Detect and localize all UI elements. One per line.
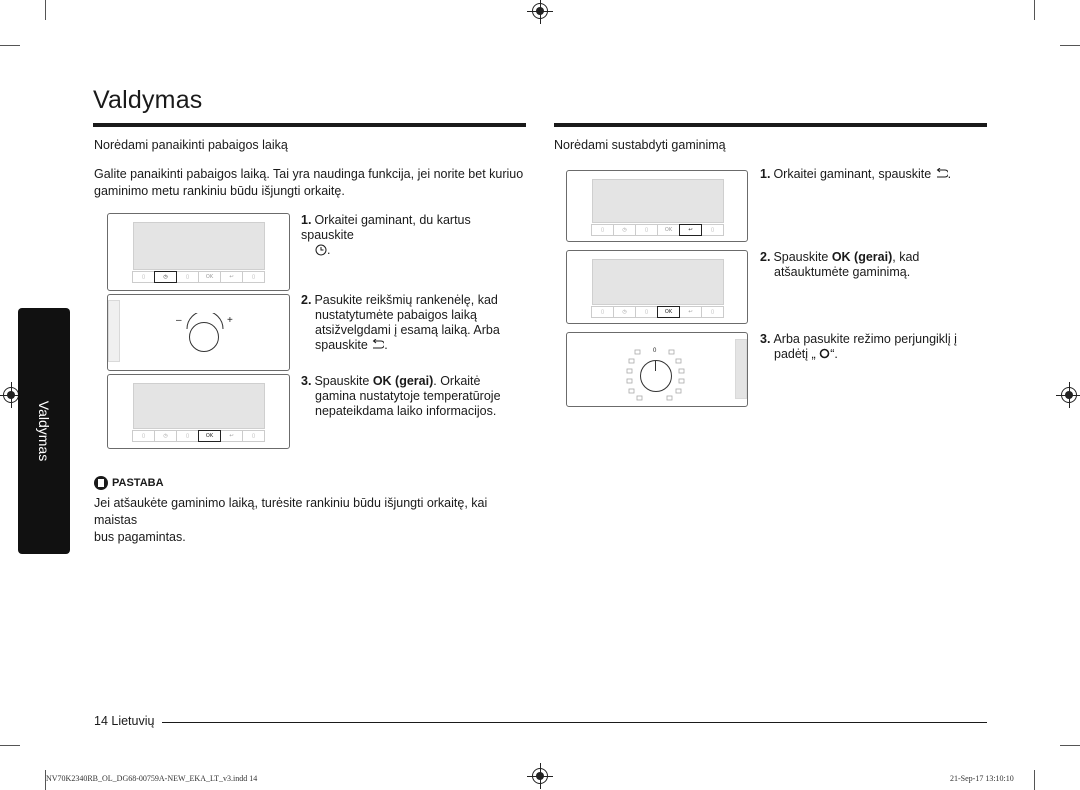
panel-button: ▯ [242, 430, 265, 442]
control-panel-illustration: ▯ ◷ ▯ OK ↩ ▯ [107, 213, 290, 291]
panel-button: ▯ [635, 306, 658, 318]
control-panel-illustration: ▯ ◷ ▯ OK ↩ ▯ [107, 374, 290, 449]
panel-buttons: ▯ ◷ ▯ OK ↩ ▯ [591, 306, 724, 318]
knob-plus-label: + [227, 315, 233, 326]
back-button-icon: ↩ [679, 306, 702, 318]
registration-mark-icon [0, 382, 24, 408]
knob-minus-label: – [176, 315, 182, 326]
dial-pointer [655, 361, 656, 371]
right-heading: Norėdami sustabdyti gaminimą [554, 138, 726, 152]
value-knob-icon [189, 322, 219, 352]
section-rule-left [93, 123, 526, 127]
left-step-3: 3.Spauskite OK (gerai). Orkaitė gamina n… [301, 374, 501, 418]
footer-rule [162, 722, 987, 723]
right-step-3: 3.Arba pasukite režimo perjungiklį į pad… [760, 332, 957, 361]
page-number-label: 14 Lietuvių [94, 714, 155, 728]
crop-mark [45, 0, 46, 20]
note-icon [94, 476, 108, 490]
panel-button: ▯ [701, 224, 724, 236]
clock-button-icon: ◷ [154, 430, 177, 442]
back-icon [936, 167, 949, 178]
clock-button-icon: ◷ [613, 224, 636, 236]
control-panel-illustration: ▯ ◷ ▯ OK ↩ ▯ [566, 250, 748, 324]
registration-mark-icon [527, 763, 553, 789]
panel-edge [108, 300, 120, 362]
panel-button: ▯ [635, 224, 658, 236]
panel-button: ▯ [132, 430, 155, 442]
panel-buttons: ▯ ◷ ▯ OK ↩ ▯ [132, 430, 265, 442]
page-title: Valdymas [93, 86, 203, 114]
ok-button-icon: OK [198, 430, 221, 442]
mode-dial-illustration: 0 [566, 332, 748, 407]
left-step-1: 1.Orkaitei gaminant, du kartus spauskite… [301, 213, 471, 257]
note-text: Jei atšaukėte gaminimo laiką, turėsite r… [94, 496, 488, 544]
left-step-2: 2.Pasukite reikšmių rankenėlę, kad nusta… [301, 293, 500, 352]
side-tab-label: Valdymas [36, 400, 52, 462]
panel-button: ▯ [701, 306, 724, 318]
crop-mark [1060, 745, 1080, 746]
knob-arc-icon [186, 313, 224, 330]
control-panel-illustration: ▯ ◷ ▯ OK ↩ ▯ [566, 170, 748, 242]
panel-button: ▯ [132, 271, 155, 283]
ok-button-icon: OK [657, 306, 680, 318]
slug-date: 21-Sep-17 13:10:10 [950, 774, 1014, 783]
display-screen [592, 179, 724, 223]
back-button-icon: ↩ [220, 430, 243, 442]
registration-mark-icon [1056, 382, 1080, 408]
note-label: PASTABA [112, 477, 164, 489]
slug-file: NV70K2340RB_OL_DG68-00759A-NEW_EKA_LT_v3… [46, 774, 258, 783]
right-step-1: 1.Orkaitei gaminant, spauskite . [760, 167, 952, 181]
off-position-icon [819, 348, 830, 359]
crop-mark [0, 45, 20, 46]
clock-icon [315, 244, 327, 256]
panel-buttons: ▯ ◷ ▯ OK ↩ ▯ [591, 224, 724, 236]
back-icon [372, 338, 386, 349]
panel-button: ▯ [176, 271, 199, 283]
clock-button-icon: ◷ [613, 306, 636, 318]
crop-mark [1034, 0, 1035, 20]
left-intro: Galite panaikinti pabaigos laiką. Tai yr… [94, 167, 524, 198]
right-step-2: 2.Spauskite OK (gerai), kad atšauktumėte… [760, 250, 920, 279]
left-heading: Norėdami panaikinti pabaigos laiką [94, 138, 288, 152]
crop-mark [1060, 45, 1080, 46]
display-screen [133, 222, 265, 270]
section-rule-right [554, 123, 987, 127]
display-screen [133, 383, 265, 429]
registration-mark-icon [527, 0, 553, 24]
ok-button-icon: OK [198, 271, 221, 283]
knob-panel-illustration: – + [107, 294, 290, 371]
panel-button: ▯ [591, 306, 614, 318]
display-screen [592, 259, 724, 305]
crop-mark [0, 745, 20, 746]
crop-mark [1034, 770, 1035, 790]
panel-edge [735, 339, 747, 399]
panel-buttons: ▯ ◷ ▯ OK ↩ ▯ [132, 271, 265, 283]
side-tab: Valdymas [18, 308, 70, 554]
ok-button-icon: OK [657, 224, 680, 236]
clock-button-icon: ◷ [154, 271, 177, 283]
back-button-icon: ↩ [220, 271, 243, 283]
panel-button: ▯ [591, 224, 614, 236]
dial-zero-label: 0 [653, 348, 657, 354]
panel-button: ▯ [242, 271, 265, 283]
crop-mark [45, 770, 46, 790]
panel-button: ▯ [176, 430, 199, 442]
dial-mode-symbols-icon [626, 349, 685, 401]
back-button-icon: ↩ [679, 224, 702, 236]
mode-dial-icon [640, 360, 672, 392]
